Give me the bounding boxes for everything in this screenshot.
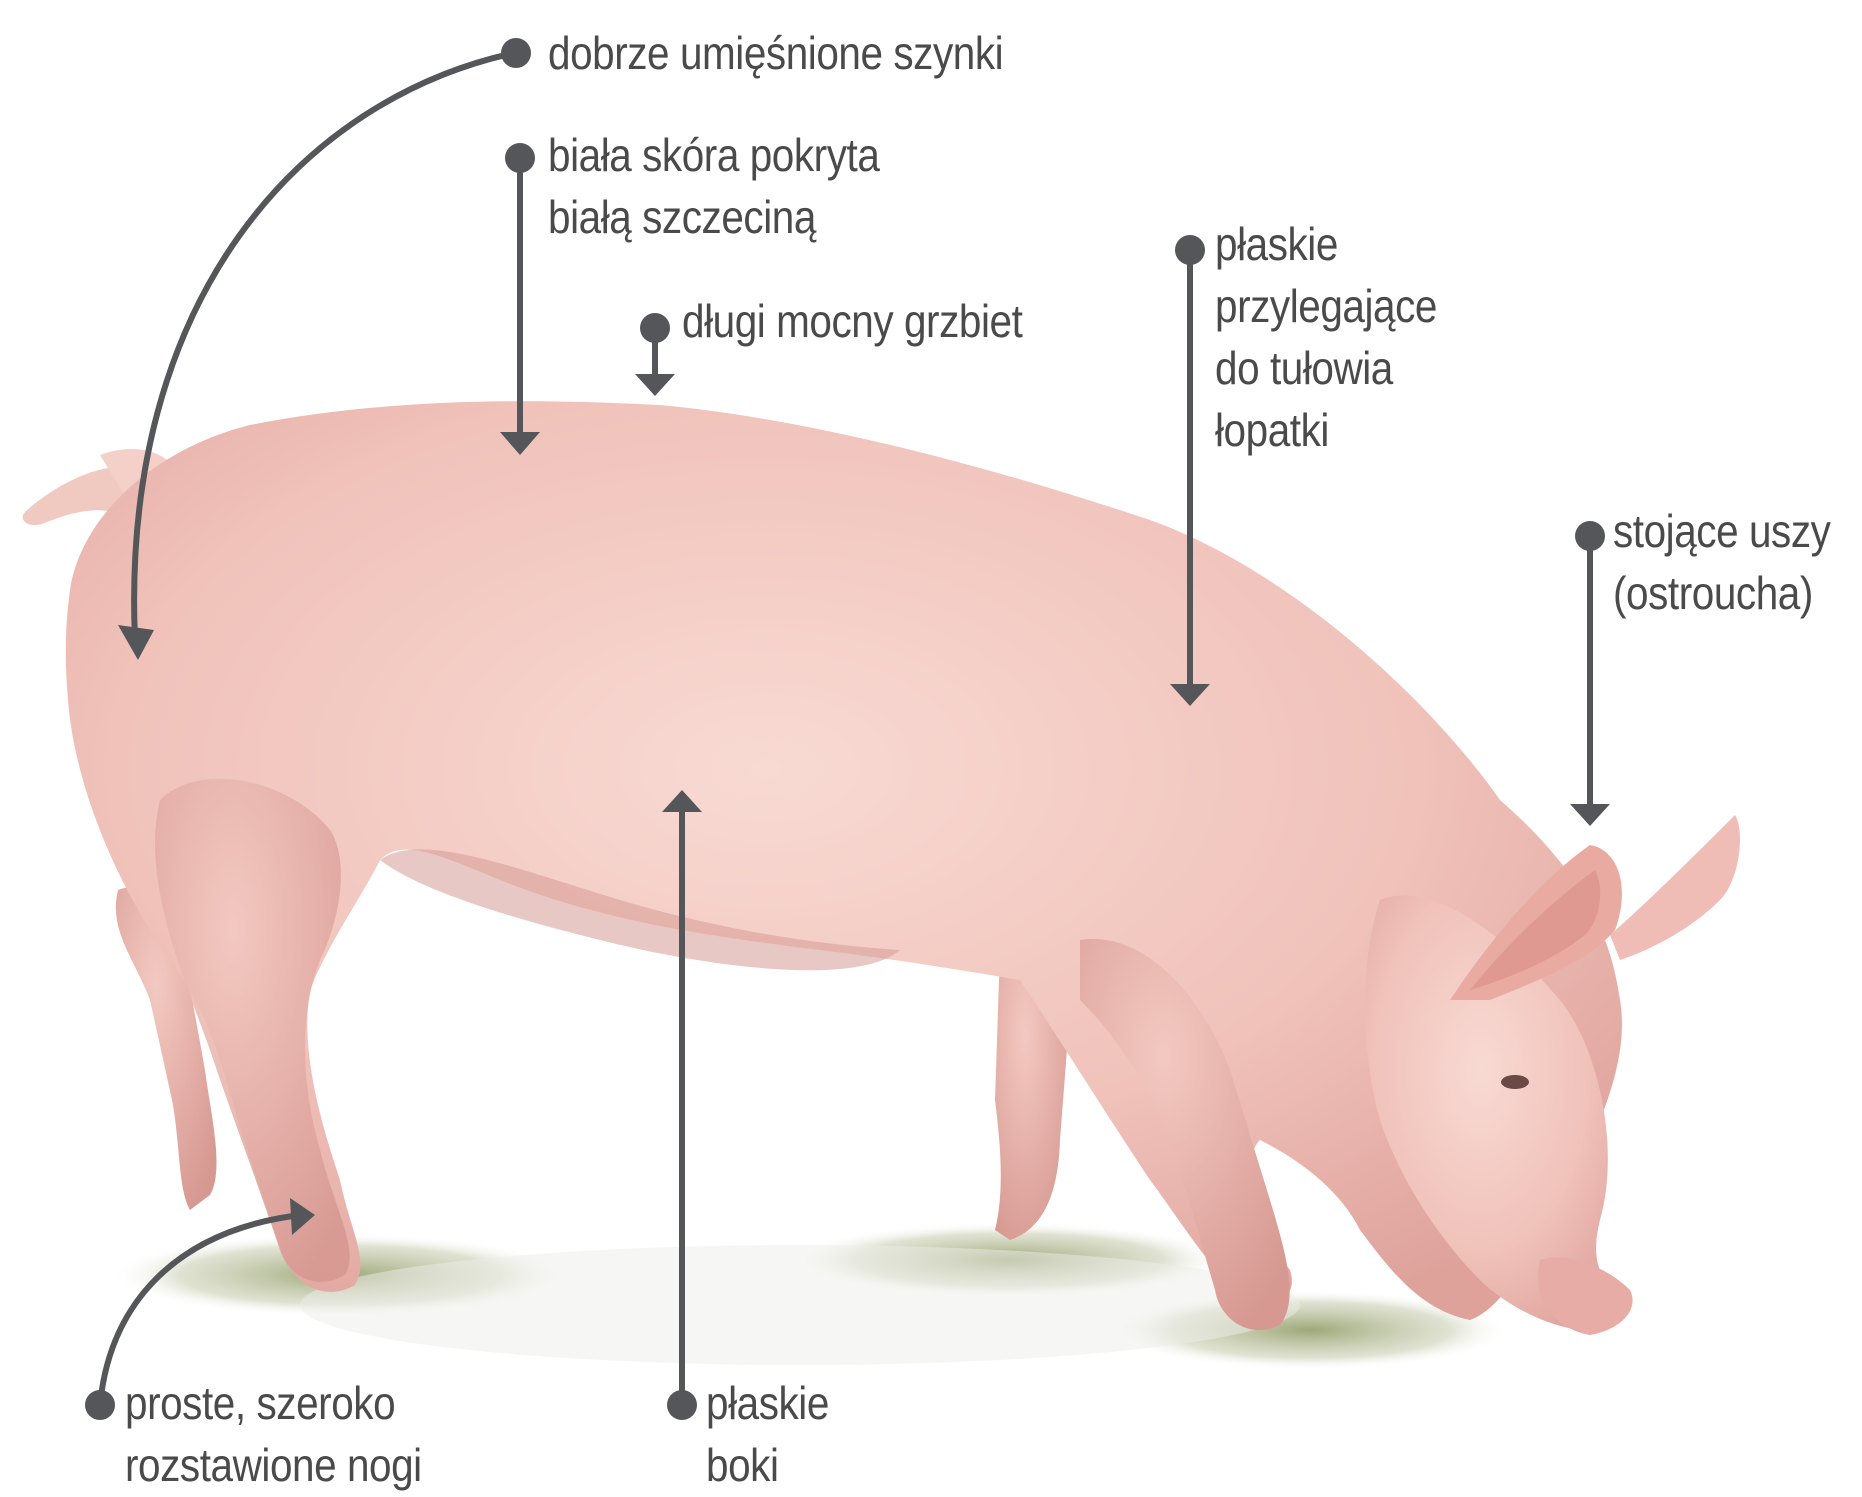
hams-dot: [501, 38, 531, 68]
far-ear: [1610, 815, 1740, 960]
shoulders-dot: [1175, 235, 1205, 265]
ears-arrowhead: [1570, 804, 1610, 826]
legs-dot: [85, 1390, 115, 1420]
eye: [1501, 1075, 1529, 1089]
sides-dot: [667, 1390, 697, 1420]
ears-dot: [1575, 521, 1605, 551]
back-dot: [640, 313, 670, 343]
label-hams: dobrze umięśnione szynki: [548, 22, 1003, 84]
label-skin: biała skóra pokryta białą szczeciną: [548, 124, 879, 248]
skin-dot: [505, 143, 535, 173]
label-back: długi mocny grzbiet: [682, 290, 1022, 352]
label-ears: stojące uszy (ostroucha): [1613, 500, 1830, 624]
back-arrowhead: [635, 374, 675, 396]
label-shoulders: płaskie przylegające do tułowia łopatki: [1215, 213, 1437, 461]
label-sides: płaskie boki: [706, 1372, 829, 1496]
label-legs: proste, szeroko rozstawione nogi: [125, 1372, 422, 1496]
